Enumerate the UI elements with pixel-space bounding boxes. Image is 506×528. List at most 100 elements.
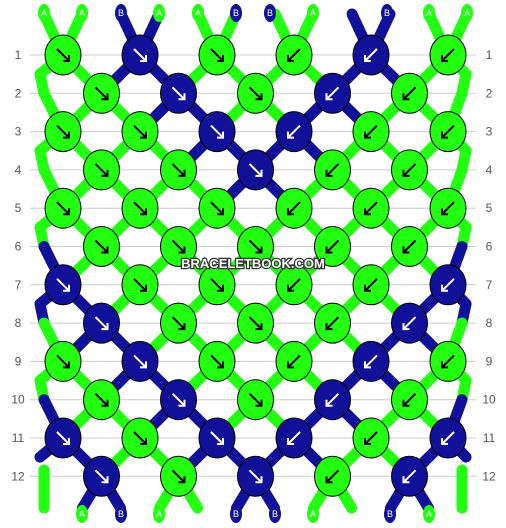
bottom-thread-label: B <box>387 509 393 519</box>
knot-arrow-icon <box>56 48 70 62</box>
knot <box>83 379 120 421</box>
row-number-right: 1 <box>486 48 493 62</box>
knot <box>198 187 236 229</box>
knot-arrow-head-icon <box>325 169 333 177</box>
knot-arrow-icon <box>325 316 340 330</box>
knot <box>237 149 274 191</box>
bottom-thread-end <box>230 505 242 523</box>
knot-arrow-head-icon <box>402 93 410 101</box>
knot <box>121 264 159 306</box>
row-number-left: 8 <box>15 316 22 330</box>
top-thread-label: A <box>79 8 85 18</box>
knot-arrow-head-icon <box>364 55 371 62</box>
knot <box>352 34 390 76</box>
bottom-thread-end <box>384 505 396 523</box>
knot-arrow-icon <box>210 201 224 215</box>
knot-arrow-head-icon <box>441 361 448 369</box>
knot <box>83 302 120 344</box>
knot-arrow-head-icon <box>441 208 448 216</box>
top-thread-end <box>461 4 473 22</box>
knot-arrow-head-icon <box>217 131 224 139</box>
knot-arrow-head-icon <box>441 55 448 62</box>
knot-arrow-head-icon <box>287 284 294 292</box>
row-number-left: 2 <box>15 86 22 100</box>
knot <box>83 72 120 114</box>
knot-arrow-icon <box>402 316 417 330</box>
knot-arrow-head-icon <box>402 476 410 484</box>
knot-arrow-head-icon <box>364 438 371 445</box>
bottom-thread-end <box>153 505 165 523</box>
knot <box>352 417 390 459</box>
knot-arrow-icon <box>210 431 224 445</box>
bottom-thread-end <box>76 505 88 523</box>
knot-arrow-head-icon <box>178 169 186 177</box>
knot-arrow-head-icon <box>217 284 224 292</box>
knot <box>198 264 236 306</box>
bottom-thread-end <box>307 505 319 523</box>
knot-arrow-head-icon <box>325 399 333 407</box>
knot-arrow-head-icon <box>140 361 147 369</box>
knot <box>237 302 274 344</box>
knot-arrow-icon <box>133 431 147 445</box>
knot <box>314 72 351 114</box>
knot-arrow-icon <box>56 124 70 139</box>
knot <box>275 187 313 229</box>
row-number-right: 9 <box>486 354 493 368</box>
knot-arrow-icon <box>441 431 455 445</box>
knot <box>429 340 467 382</box>
knot-arrow-icon <box>325 86 340 101</box>
row-number-left: 9 <box>15 354 22 368</box>
knot-arrow-head-icon <box>178 323 186 331</box>
knot-arrow-head-icon <box>101 323 109 331</box>
knot <box>391 302 428 344</box>
bottom-thread-label: A <box>79 509 85 519</box>
knot-arrow-head-icon <box>255 169 263 177</box>
bottom-thread-label: B <box>118 509 124 519</box>
row-number-left: 10 <box>11 393 25 407</box>
row-number-left: 6 <box>15 240 22 254</box>
knot <box>198 111 236 153</box>
knot <box>83 455 120 497</box>
knot-arrow-head-icon <box>140 438 147 445</box>
knot-arrow-head-icon <box>287 208 294 216</box>
knot <box>160 226 197 267</box>
knot <box>429 34 467 76</box>
knot <box>121 111 159 153</box>
knot <box>314 455 351 497</box>
knot-arrow-head-icon <box>255 476 263 484</box>
row-number-right: 11 <box>483 431 496 445</box>
top-thread-label: B <box>384 8 390 18</box>
top-thread-label: B <box>118 8 124 18</box>
knot <box>429 111 467 153</box>
knot-arrow-head-icon <box>325 323 333 331</box>
top-thread-end <box>264 4 276 22</box>
knot <box>160 149 197 191</box>
knot <box>121 417 159 459</box>
knot-arrow-icon <box>325 163 340 177</box>
knot-arrow-icon <box>402 86 417 101</box>
top-thread-label: A <box>195 8 201 18</box>
knot-arrow-icon <box>325 392 340 407</box>
knot <box>275 340 313 382</box>
knot-arrow-icon <box>210 354 224 369</box>
knot <box>391 379 428 421</box>
row-number-right: 4 <box>486 163 493 177</box>
knot <box>237 226 274 267</box>
top-thread-label: B <box>267 8 273 18</box>
knot-arrow-icon <box>133 354 147 369</box>
knot-arrow-head-icon <box>364 131 371 139</box>
knot-arrow-icon <box>56 431 70 445</box>
knot <box>237 72 274 114</box>
top-thread-label: B <box>233 8 239 18</box>
knot-arrow-head-icon <box>101 476 109 484</box>
knot-arrow-head-icon <box>325 246 333 254</box>
knot-arrow-head-icon <box>178 246 186 254</box>
knot-arrow-icon <box>210 278 224 292</box>
knot-arrow-icon <box>94 316 109 330</box>
knot-arrow-icon <box>441 201 455 215</box>
knot-arrow-head-icon <box>255 399 263 407</box>
knot-arrow-icon <box>94 239 109 254</box>
knot-arrow-head-icon <box>101 399 109 407</box>
knot <box>314 302 351 344</box>
